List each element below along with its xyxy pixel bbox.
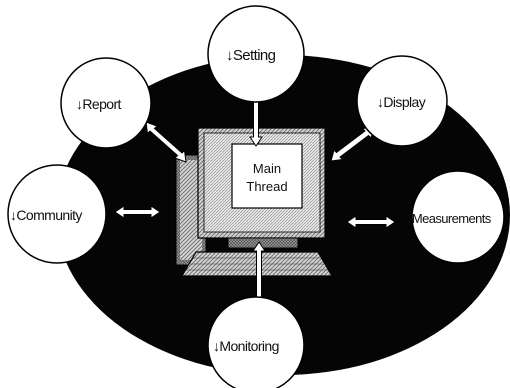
node-display (356, 55, 448, 147)
arrow-measurements (346, 215, 396, 229)
node-community (7, 164, 107, 264)
main-thread-label-line1: Main (253, 161, 281, 176)
node-report-label: ↓Report (76, 96, 122, 112)
node-monitoring-label: ↓Monitoring (213, 338, 279, 354)
node-measurements-label: ↓Measurements (406, 211, 492, 226)
node-monitoring (207, 296, 305, 388)
node-display-label: ↓Display (377, 94, 426, 110)
main-thread-label-line2: Thread (246, 179, 287, 194)
node-setting (207, 5, 305, 103)
node-setting-label: ↓Setting (226, 47, 276, 64)
arrow-community (114, 205, 161, 219)
arrow-display (330, 126, 375, 162)
computer-screen (231, 143, 303, 209)
node-community-label: ↓Community (10, 207, 82, 223)
node-measurements (411, 170, 505, 264)
node-report (60, 57, 152, 149)
computer-illustration (175, 127, 334, 277)
arrow-report (145, 121, 187, 163)
